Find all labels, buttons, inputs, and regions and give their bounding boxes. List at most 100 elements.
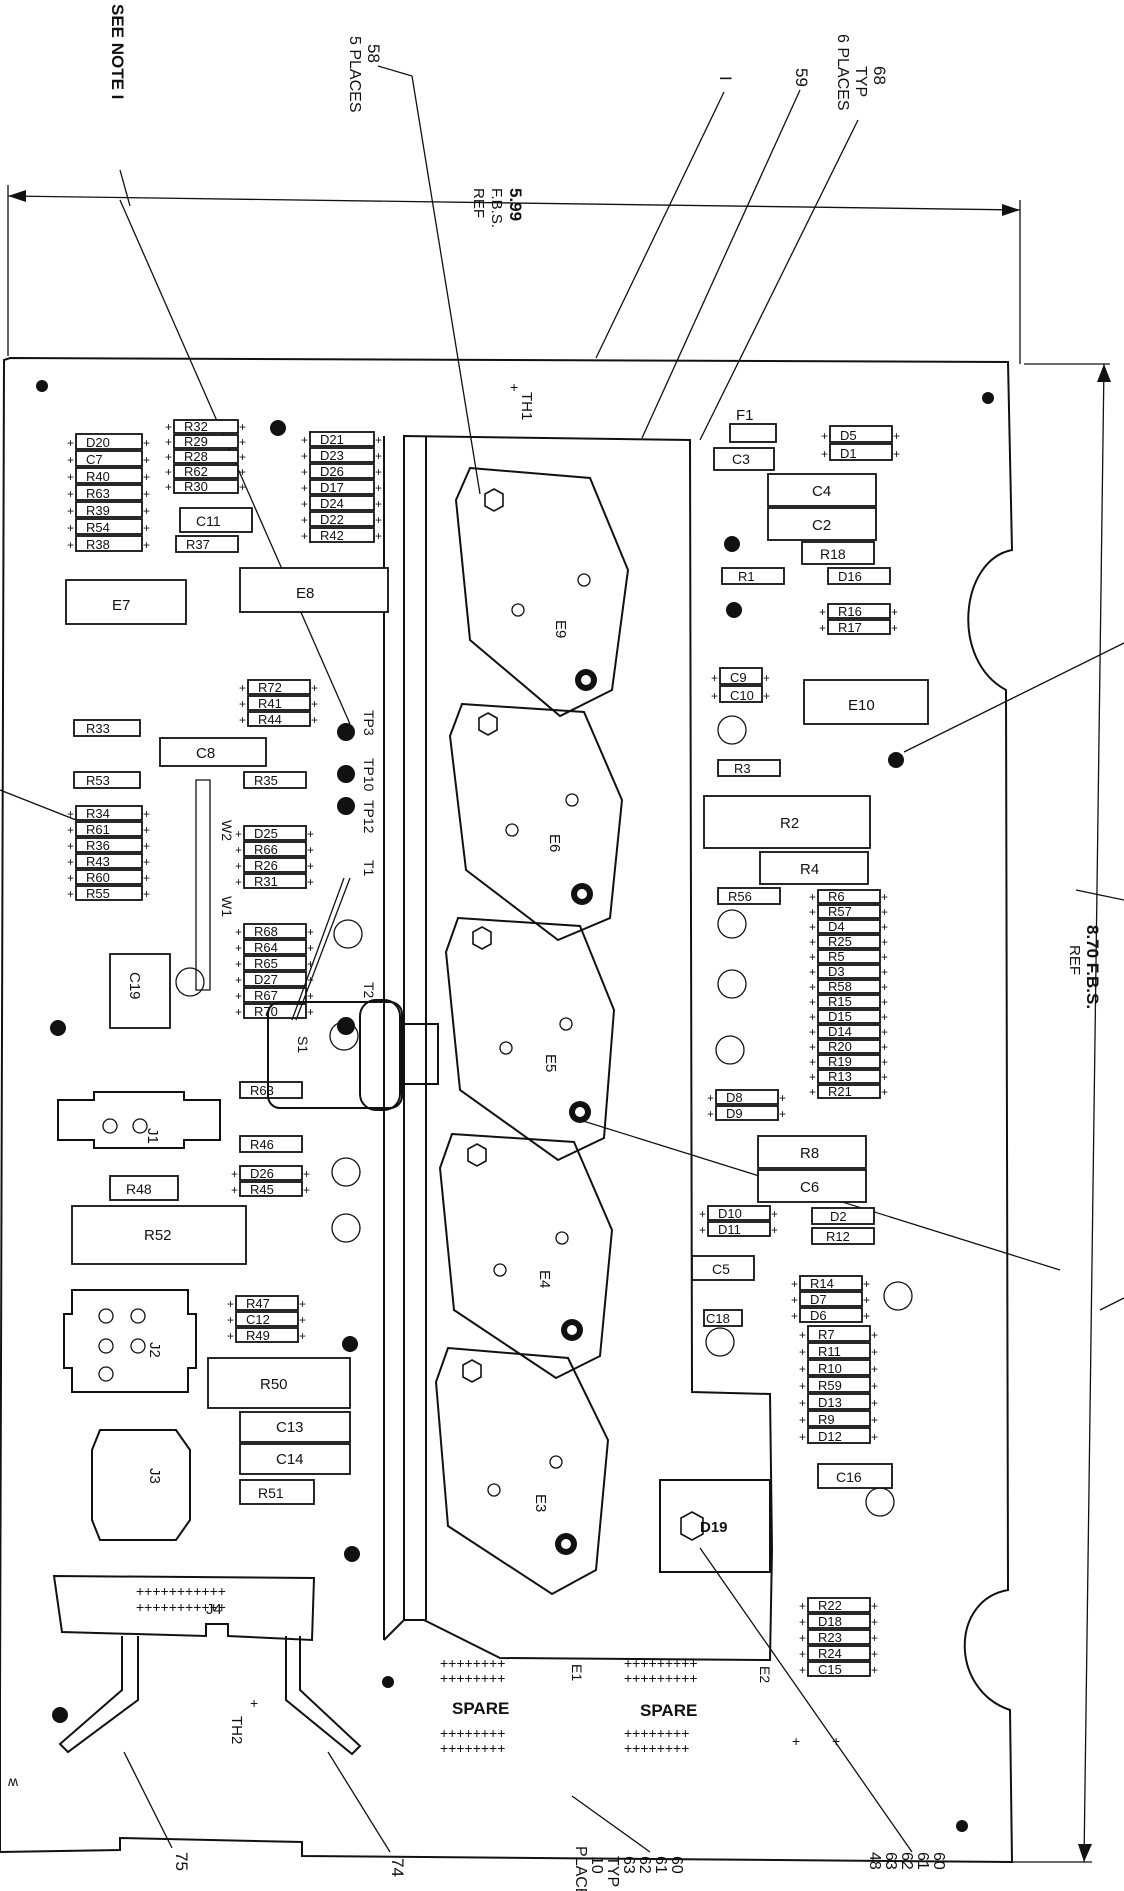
- pad-mark: +: [871, 1345, 878, 1359]
- part-outline: [807, 1376, 871, 1393]
- pad-mark: +: [881, 1085, 888, 1099]
- part-label: R60: [86, 870, 110, 885]
- label-spare-1: SPARE: [452, 1699, 509, 1718]
- callout-60a: 60: [668, 1856, 685, 1874]
- svg-text:++++++++: ++++++++: [440, 1740, 505, 1756]
- pad-mark: +: [143, 538, 150, 552]
- width-dim-fbs: F.B.S.: [488, 188, 505, 228]
- label-r12: R12: [826, 1229, 850, 1244]
- pad-mark: +: [143, 807, 150, 821]
- pad-mark: +: [231, 1167, 238, 1181]
- part-label: R55: [86, 886, 110, 901]
- part-label: D14: [828, 1024, 852, 1039]
- pad-mark: +: [779, 1107, 786, 1121]
- pad-mark: +: [299, 1297, 306, 1311]
- part-outline: [247, 679, 311, 695]
- pad-mark: +: [809, 905, 816, 919]
- svg-text:+: +: [792, 1733, 800, 1749]
- part-label: D26: [320, 464, 344, 479]
- part-outline: [235, 1295, 299, 1311]
- pad-mark: +: [67, 823, 74, 837]
- pad-mark: +: [881, 1010, 888, 1024]
- svg-text:++++++++: ++++++++: [440, 1725, 505, 1741]
- label-r8: R8: [800, 1145, 819, 1162]
- part-label: R45: [250, 1182, 274, 1197]
- pad-mark: +: [165, 435, 172, 449]
- part-label: R5: [828, 949, 845, 964]
- pad-mark: +: [799, 1413, 806, 1427]
- pad-mark: +: [239, 480, 246, 494]
- part-label: R26: [254, 858, 278, 873]
- label-r50: R50: [260, 1376, 288, 1393]
- part-outline: [75, 869, 143, 885]
- pad-mark: +: [307, 827, 314, 841]
- part-outline: [309, 511, 375, 527]
- callout-typ: TYP: [604, 1856, 621, 1887]
- pad-mark: +: [299, 1329, 306, 1343]
- jumper-wires: [195, 779, 211, 991]
- part-outline: [75, 450, 143, 467]
- pad-mark: +: [307, 941, 314, 955]
- label-c19: C19: [126, 972, 143, 1000]
- pad-mark: +: [881, 950, 888, 964]
- label-j2: J2: [146, 1342, 163, 1358]
- label-tp3: TP3: [361, 710, 377, 736]
- part-outline: [239, 1181, 303, 1197]
- pad-mark: +: [307, 957, 314, 971]
- part-label: R14: [810, 1276, 834, 1291]
- label-th1: TH1: [518, 392, 535, 420]
- pad-mark: +: [771, 1207, 778, 1221]
- pad-mark: +: [871, 1396, 878, 1410]
- pad-mark: +: [301, 465, 308, 479]
- pad-mark: +: [891, 605, 898, 619]
- label-r37: R37: [186, 537, 210, 552]
- pad-mark: +: [375, 465, 382, 479]
- part-outline: [309, 447, 375, 463]
- pad-mark: +: [809, 965, 816, 979]
- part-label: D25: [254, 826, 278, 841]
- part-outline: [807, 1613, 871, 1629]
- pad-mark: +: [699, 1207, 706, 1221]
- pad-mark: +: [881, 890, 888, 904]
- pad-mark: +: [67, 453, 74, 467]
- part-outline: [817, 1024, 881, 1039]
- pad-mark: +: [143, 436, 150, 450]
- part-outline: [807, 1645, 871, 1661]
- pad-mark: +: [165, 450, 172, 464]
- label-r18: R18: [820, 546, 846, 562]
- part-outline: [75, 501, 143, 518]
- pad-mark: +: [235, 989, 242, 1003]
- width-dimension: 5.99 F.B.S. REF: [7, 185, 1021, 364]
- label-r4: R4: [800, 861, 819, 878]
- pad-mark: +: [871, 1362, 878, 1376]
- part-outline: [719, 685, 763, 703]
- part-label: R66: [254, 842, 278, 857]
- pad-mark: +: [771, 1223, 778, 1237]
- pad-mark: +: [303, 1167, 310, 1181]
- height-dimension: 8.70 F.B.S. REF: [1004, 363, 1111, 1863]
- heatsink-assembly: E9 E6 E5 E4 E3 D19: [383, 434, 774, 1662]
- part-outline: [715, 1089, 779, 1105]
- callout-68-places: 6 PLACES: [834, 34, 851, 110]
- pad-mark: +: [799, 1599, 806, 1613]
- pad-mark: +: [881, 905, 888, 919]
- label-w2: W2: [219, 820, 235, 841]
- callout-58-places: 5 PLACES: [346, 36, 363, 112]
- pad-mark: +: [143, 521, 150, 535]
- part-label: D5: [840, 428, 857, 443]
- label-c2: C2: [812, 517, 831, 534]
- part-outline: [247, 711, 311, 727]
- pad-mark: +: [881, 1070, 888, 1084]
- label-e7: E7: [112, 597, 130, 614]
- part-label: D3: [828, 964, 845, 979]
- svg-text:+++++++++++: +++++++++++: [136, 1583, 226, 1599]
- spare-pads: ++++++++ ++++++++ ++++++++ ++++++++ ++++…: [440, 1655, 840, 1756]
- part-outline: [75, 837, 143, 853]
- svg-text:+: +: [250, 1695, 258, 1711]
- pad-mark: +: [311, 713, 318, 727]
- part-outline: [243, 841, 307, 857]
- label-c11: C11: [196, 513, 221, 529]
- svg-text:++++++++: ++++++++: [440, 1655, 505, 1671]
- part-outline: [817, 1069, 881, 1084]
- part-outline: [807, 1629, 871, 1645]
